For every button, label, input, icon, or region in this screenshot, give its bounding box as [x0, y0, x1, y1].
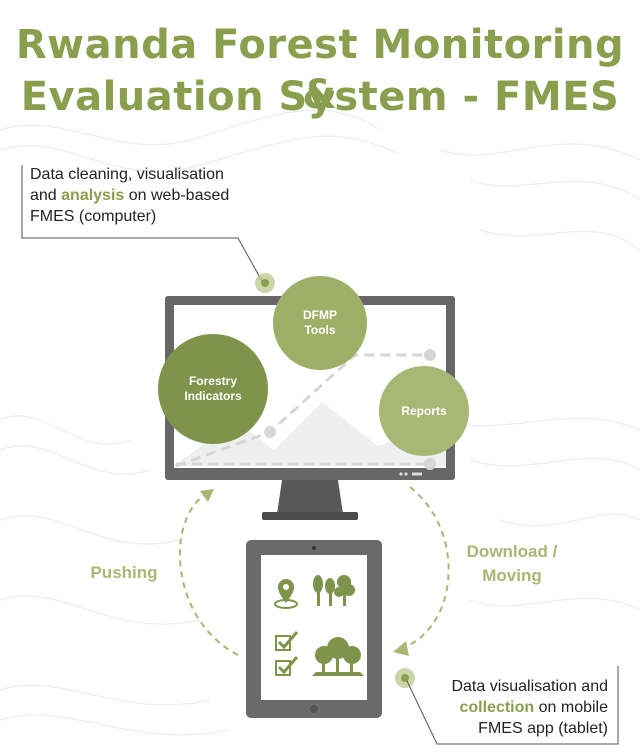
page-title-line-2: Evaluation System - FMES — [20, 74, 620, 120]
callout-top: Data cleaning, visualisation and analysi… — [30, 164, 229, 227]
contour-background — [0, 109, 640, 736]
tablet-screen — [261, 555, 367, 700]
callout-top-line-3: FMES (computer) — [30, 208, 157, 225]
download-label-1: Download / — [466, 542, 558, 561]
screen-point-3 — [424, 458, 436, 470]
download-label-2: Moving — [482, 566, 542, 585]
callout-bottom-suffix: on mobile — [534, 699, 608, 716]
dfmp-label-1: DFMP — [303, 308, 337, 322]
monitor-led-2 — [404, 472, 408, 476]
callout-top-suffix: on web-based — [124, 187, 230, 204]
pushing-arrow — [179, 493, 239, 656]
page-title-line-1: Rwanda Forest Monitoring & — [15, 22, 625, 118]
pushing-label: Pushing — [90, 563, 158, 582]
callout-bottom-highlight: collection — [459, 699, 535, 716]
checkbox-icon — [275, 631, 299, 676]
callout-top-line-1: Data cleaning, visualisation — [30, 166, 224, 183]
callout-bottom-line-2: collection on mobile — [432, 697, 608, 718]
callout-top-connector — [21, 165, 275, 293]
forestry-label-1: Forestry — [188, 374, 237, 388]
trees-icon — [313, 575, 355, 606]
monitor-led-1 — [399, 472, 403, 476]
tablet-camera — [312, 546, 316, 550]
monitor-power — [412, 472, 422, 476]
forest-icon — [312, 637, 364, 676]
callout-top-prefix: and — [30, 187, 62, 204]
download-arrow — [402, 486, 450, 649]
callout-top-highlight: analysis — [61, 187, 125, 204]
callout-top-dot-inner — [261, 279, 269, 287]
screen-point-2 — [424, 349, 436, 361]
download-label: Download / Moving — [452, 540, 572, 588]
tablet-home-button — [308, 703, 320, 715]
callout-bottom-line-3: FMES app (tablet) — [478, 720, 608, 737]
screen-point-1 — [264, 426, 276, 438]
callout-bottom: Data visualisation and collection on mob… — [432, 676, 608, 739]
reports-label: Reports — [401, 403, 447, 418]
monitor-base — [262, 512, 358, 520]
callout-bottom-dot-inner — [401, 674, 409, 682]
screen-mountains — [174, 402, 446, 466]
screen-trend-line — [175, 353, 430, 468]
callout-bottom-line-1: Data visualisation and — [451, 678, 608, 695]
forestry-label-2: Indicators — [184, 389, 242, 403]
tablet — [246, 540, 382, 718]
reports-bubble: Reports — [379, 366, 469, 456]
pushing-arrowhead — [200, 489, 214, 502]
dfmp-label-2: Tools — [304, 323, 336, 337]
download-arrowhead — [393, 641, 409, 656]
callout-bottom-connector — [395, 666, 619, 745]
location-pin-icon — [274, 579, 298, 609]
callout-top-line-2: and analysis on web-based — [30, 185, 229, 206]
monitor-neck — [277, 480, 343, 514]
